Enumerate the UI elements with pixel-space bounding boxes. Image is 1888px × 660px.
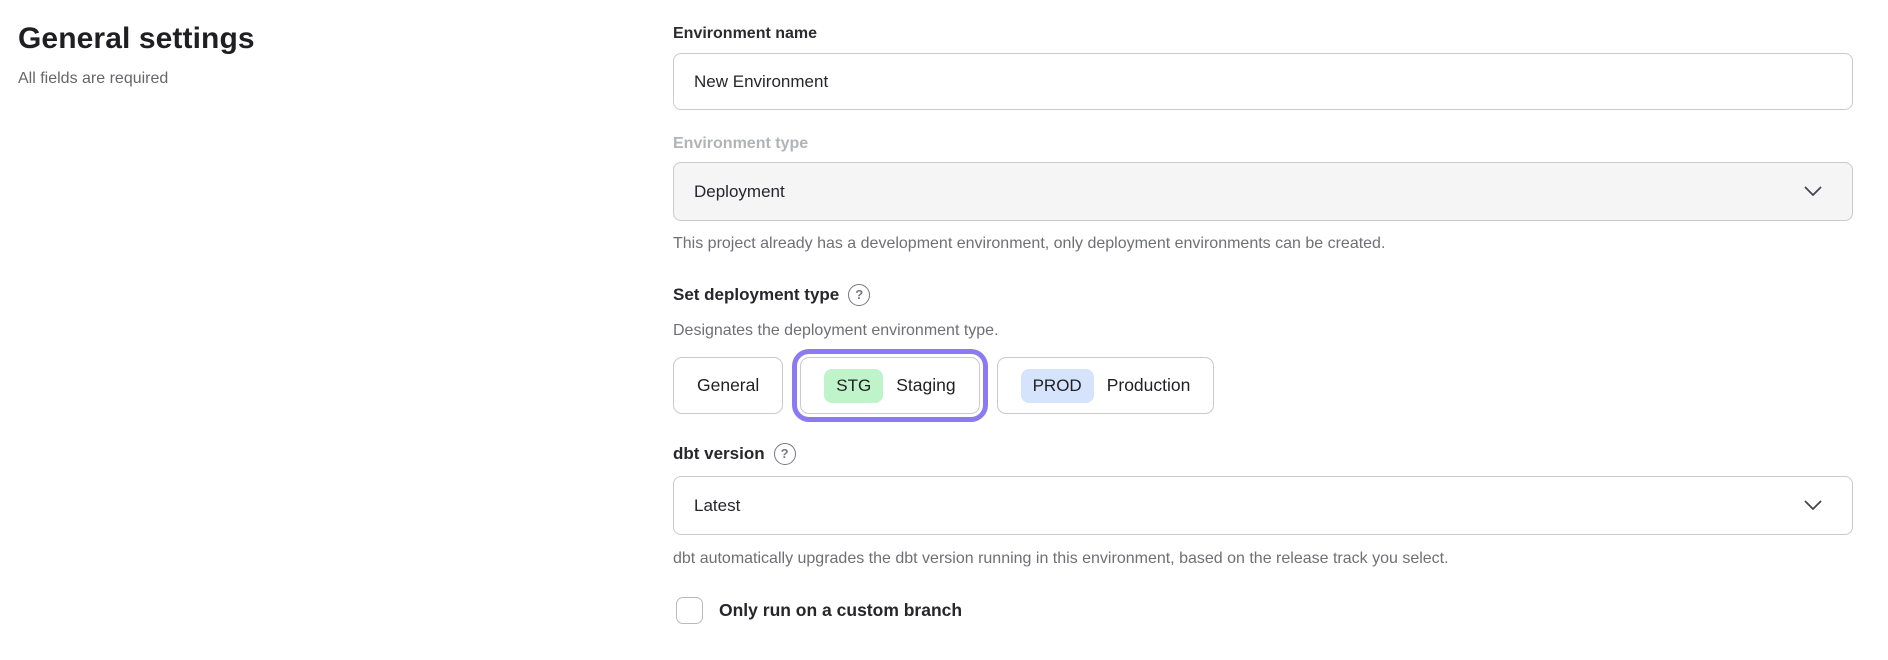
- deployment-type-general-label: General: [697, 375, 760, 395]
- environment-name-label: Environment name: [673, 25, 818, 42]
- page-subtitle: All fields are required: [18, 70, 169, 87]
- deployment-type-options: General STG Staging PROD Production: [673, 357, 1853, 414]
- help-icon[interactable]: ?: [773, 443, 796, 465]
- environment-form: Environment name New Environment Environ…: [673, 0, 1853, 624]
- deployment-type-general-button[interactable]: General: [673, 357, 784, 414]
- deployment-type-heading-text: Set deployment type: [673, 285, 840, 304]
- chevron-down-icon: [1804, 500, 1822, 511]
- help-icon[interactable]: ?: [848, 284, 871, 306]
- custom-branch-label: Only run on a custom branch: [719, 600, 963, 620]
- deployment-type-staging-label: Staging: [896, 375, 956, 395]
- environment-type-label: Environment type: [673, 135, 809, 152]
- dbt-version-value: Latest: [694, 495, 741, 515]
- custom-branch-row: Only run on a custom branch: [673, 597, 1853, 624]
- environment-type-helper: This project already has a development e…: [673, 235, 1386, 252]
- production-badge: PROD: [1020, 368, 1094, 403]
- dbt-version-helper: dbt automatically upgrades the dbt versi…: [673, 550, 1449, 567]
- page-title: General settings: [18, 22, 255, 55]
- dbt-version-select[interactable]: Latest: [673, 476, 1853, 535]
- custom-branch-checkbox[interactable]: [676, 597, 703, 624]
- environment-name-value: New Environment: [694, 71, 829, 91]
- dbt-version-heading: dbt version ?: [673, 441, 1853, 467]
- settings-intro: General settings All fields are required: [18, 20, 578, 90]
- staging-badge: STG: [824, 368, 884, 403]
- chevron-down-icon: [1804, 186, 1822, 197]
- dbt-version-heading-text: dbt version: [673, 444, 765, 463]
- deployment-type-heading: Set deployment type ?: [673, 282, 1853, 308]
- deployment-type-staging-button[interactable]: STG Staging: [800, 357, 980, 414]
- deployment-type-production-label: Production: [1106, 375, 1191, 395]
- environment-name-input[interactable]: New Environment: [673, 53, 1853, 110]
- deployment-type-production-button[interactable]: PROD Production: [996, 357, 1215, 414]
- environment-type-select: Deployment: [673, 162, 1853, 221]
- environment-type-value: Deployment: [694, 181, 785, 201]
- deployment-type-helper: Designates the deployment environment ty…: [673, 322, 999, 339]
